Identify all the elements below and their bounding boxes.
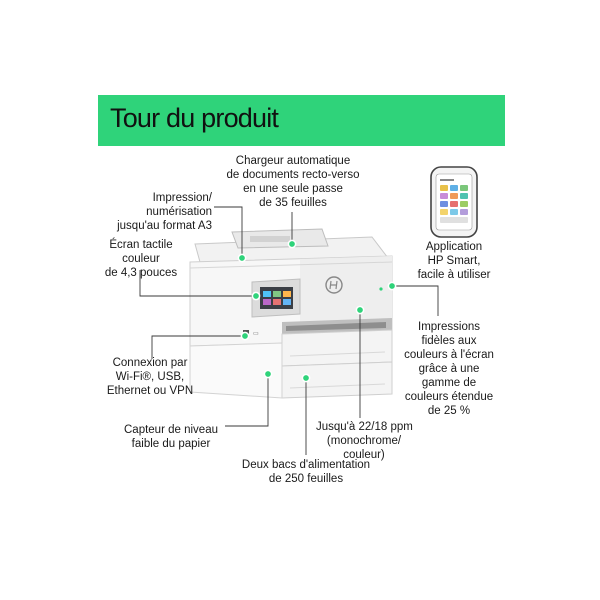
printer-illustration: ▭ xyxy=(189,228,393,399)
marker-dots xyxy=(237,239,397,383)
hp-logo-icon xyxy=(325,276,343,294)
marker-trays xyxy=(301,373,311,383)
marker-adf xyxy=(287,239,297,249)
printer-touchscreen xyxy=(251,278,301,318)
callout-connectivity: Connexion par Wi-Fi®, USB, Ethernet ou V… xyxy=(106,357,194,397)
marker-speed xyxy=(355,305,365,315)
marker-connectivity xyxy=(240,331,250,341)
callout-app: Application HP Smart, facile à utiliser xyxy=(417,241,491,281)
callout-a3: Impression/ numérisation jusqu'au format… xyxy=(117,192,212,232)
leader-lines xyxy=(139,206,439,455)
callout-touchscreen: Écran tactile couleur de 4,3 pouces xyxy=(104,239,178,279)
app-tiles xyxy=(440,185,468,223)
callout-colors: Impressions fidèles aux couleurs à l'écr… xyxy=(404,321,494,417)
callout-adf: Chargeur automatique de documents recto-… xyxy=(226,155,360,209)
title-banner: Tour du produit xyxy=(98,95,505,146)
marker-paper-sensor xyxy=(263,369,273,379)
page-title: Tour du produit xyxy=(110,103,279,133)
marker-colors xyxy=(387,281,397,291)
callout-speed: Jusqu'à 22/18 ppm (monochrome/ couleur) xyxy=(316,421,413,461)
callout-trays: Deux bacs d'alimentation de 250 feuilles xyxy=(241,459,371,485)
marker-touchscreen xyxy=(251,291,261,301)
marker-a3 xyxy=(237,253,247,263)
callout-paper-sensor: Capteur de niveau faible du papier xyxy=(124,424,218,450)
svg-text:▭: ▭ xyxy=(253,331,259,337)
phone-illustration xyxy=(430,166,478,238)
